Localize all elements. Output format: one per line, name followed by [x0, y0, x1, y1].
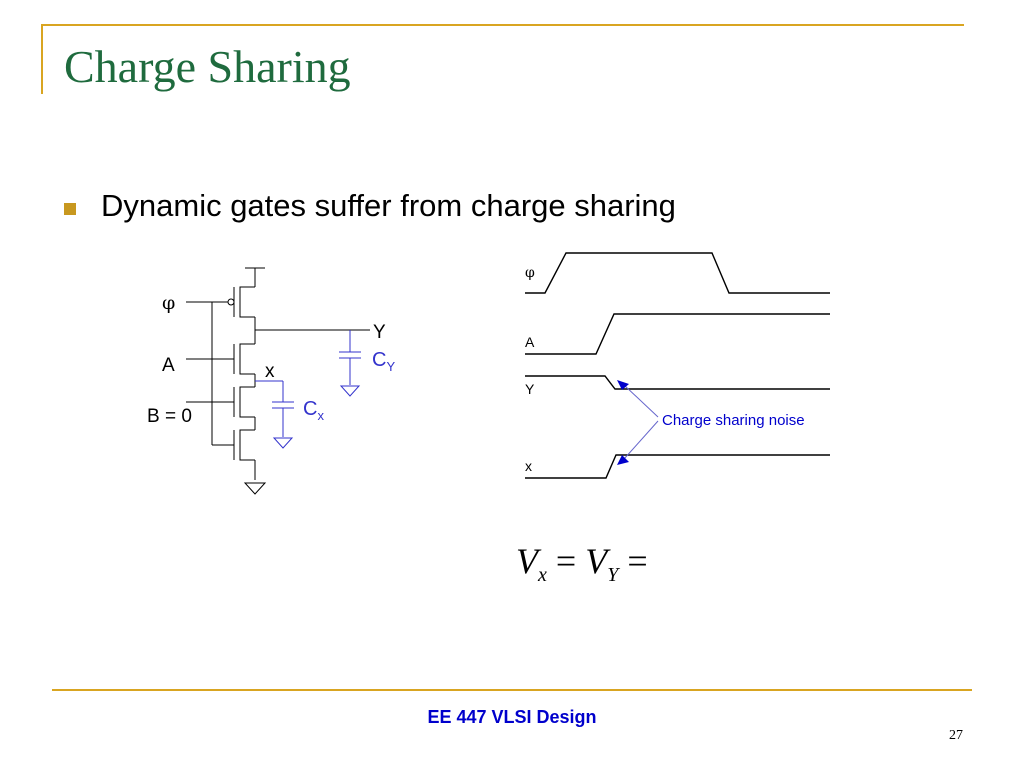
footer-rule: [52, 689, 972, 691]
bullet-square-icon: [64, 203, 76, 215]
timing-y-label: Y: [525, 381, 535, 397]
nmos-a-transistor: [239, 343, 255, 375]
ground-symbol: [243, 482, 267, 495]
nmos-b-transistor: [239, 386, 255, 418]
slide-frame-left-rule: [41, 24, 43, 94]
timing-labels: φ A Y x: [525, 265, 535, 474]
vx-symbol: V: [516, 541, 538, 581]
footer-course-title: EE 447 VLSI Design: [427, 707, 597, 727]
phi-input-label: φ: [162, 292, 175, 314]
cy-ground-symbol: [339, 385, 361, 397]
node-y-label: Y: [373, 322, 386, 343]
timing-waveforms: [525, 252, 830, 479]
a-input-label: A: [162, 355, 175, 376]
nmos-foot-transistor: [239, 429, 255, 461]
bullet-text: Dynamic gates suffer from charge sharing: [101, 188, 676, 223]
noise-annotation: Charge sharing noise: [617, 380, 805, 465]
noise-annotation-label: Charge sharing noise: [662, 412, 805, 429]
noise-arrowhead-lower: [617, 455, 629, 465]
pmos-gate-bubble: [227, 298, 235, 306]
noise-leader-upper: [623, 384, 659, 418]
vx-subscript: x: [538, 564, 547, 587]
b-input-label: B = 0: [147, 406, 192, 427]
node-x-label: x: [265, 361, 275, 382]
equals-sign-1: =: [555, 541, 577, 581]
y-waveform: [525, 375, 830, 390]
timing-phi-label: φ: [525, 265, 535, 281]
slide-frame-top-rule: [41, 24, 964, 26]
a-waveform: [525, 313, 830, 355]
dynamic-gate-schematic: [186, 267, 370, 495]
equals-sign-2: =: [627, 541, 648, 581]
timing-a-label: A: [525, 334, 535, 350]
pmos-precharge-transistor: [239, 286, 255, 318]
cx-ground-symbol: [272, 437, 294, 449]
x-waveform: [525, 454, 830, 479]
noise-arrowhead-upper: [617, 380, 629, 390]
vy-subscript: Y: [607, 564, 619, 587]
phi-waveform: [525, 252, 830, 294]
noise-leader-lower: [623, 420, 659, 460]
page-number: 27: [949, 728, 963, 743]
schematic-labels: φ A B = 0 x Y CY Cx: [147, 292, 395, 427]
slide-title: Charge Sharing: [64, 41, 351, 92]
cap-x-label: Cx: [303, 398, 324, 423]
charge-sharing-equation: Vx = VY =: [516, 540, 648, 587]
cap-y-label: CY: [372, 349, 395, 374]
parasitic-capacitors: [255, 330, 361, 449]
vy-symbol: V: [585, 541, 608, 581]
timing-x-label: x: [525, 458, 532, 474]
